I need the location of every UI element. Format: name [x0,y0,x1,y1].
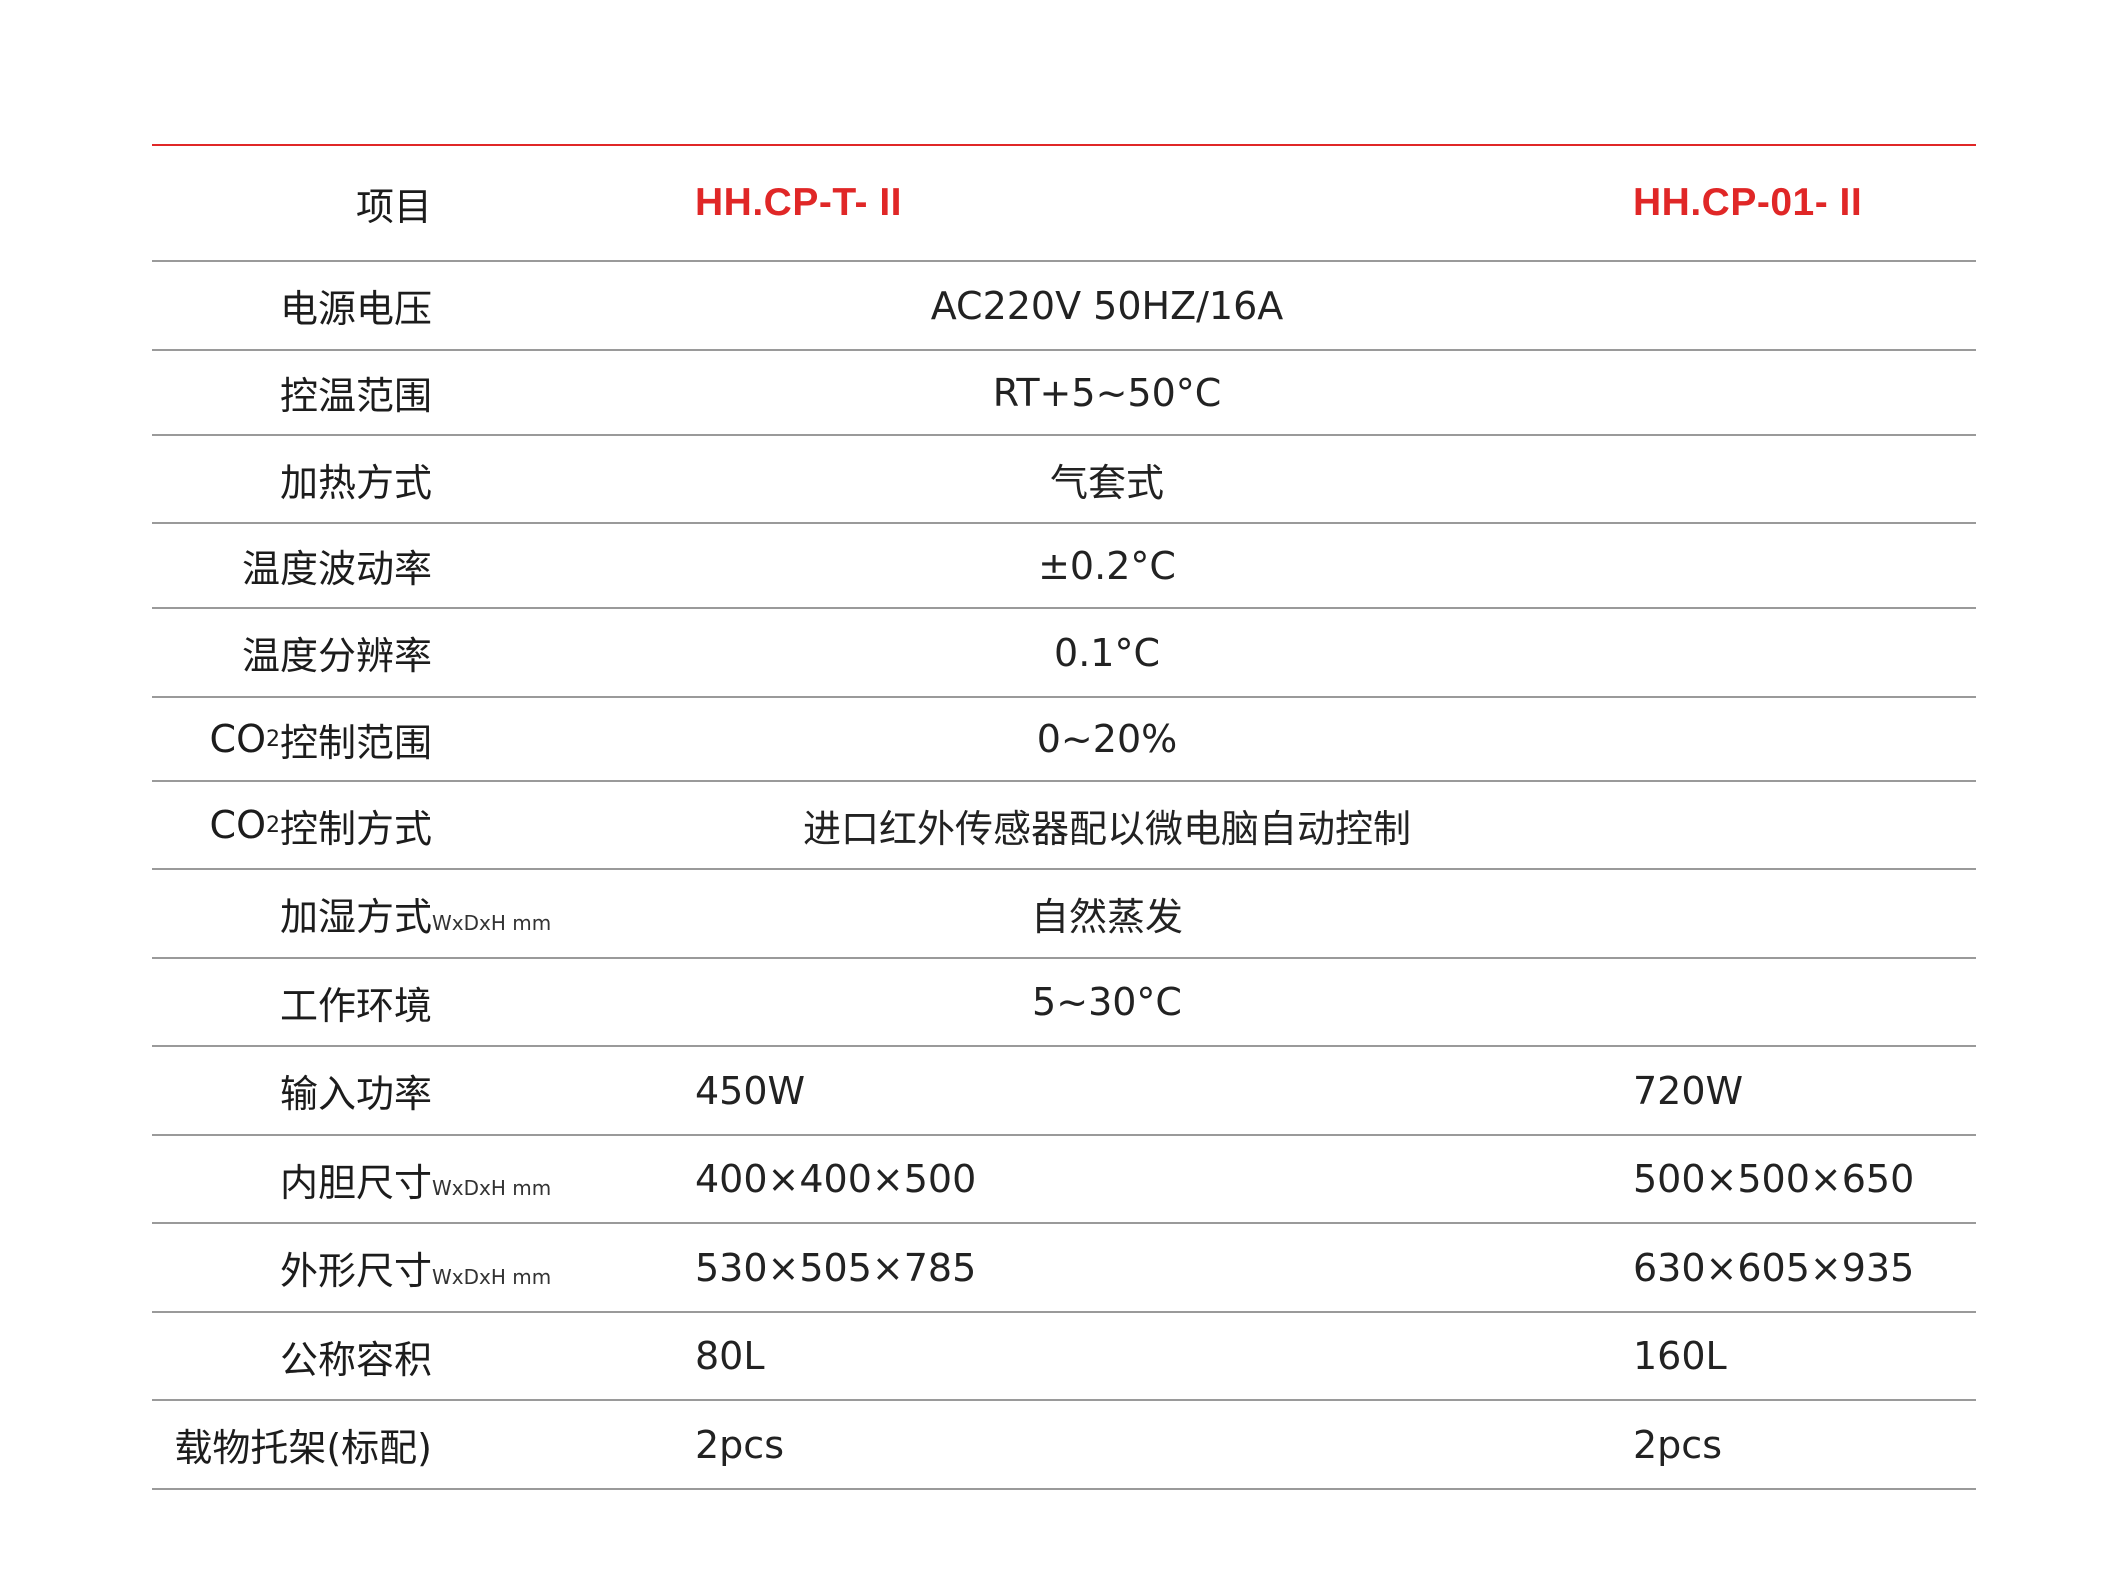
row-value-text: 5~30°C [1032,980,1182,1024]
header-item-label: 项目 [355,184,432,229]
row-label-subscript: 2 [265,726,280,752]
row-label-unit-suffix: WxDxH mm [432,1176,552,1200]
row-label: 工作环境 [279,983,432,1028]
table-row: 内胆尺寸 WxDxH mm 400×400×500 500×500×650 [152,1136,1976,1224]
row-value-model-b: 2pcs [1633,1422,1722,1467]
row-value-shared: 自然蒸发 [152,870,1976,957]
table-row: 载物托架(标配) 2pcs 2pcs [152,1401,1976,1490]
row-label: 加热方式 [279,460,432,505]
row-value-text: 进口红外传感器配以微电脑自动控制 [802,806,1411,851]
row-label-post: 控制方式 [279,806,432,851]
row-label-post: 控制范围 [279,720,432,765]
row-value-model-a: 2pcs [695,1422,784,1467]
row-value-text: AC220V 50HZ/16A [930,283,1284,328]
row-value-text: 气套式 [1049,460,1164,505]
row-value-shared: 0.1°C [152,609,1976,696]
row-value-text: ±0.2°C [1038,543,1176,588]
row-value-model-a: 400×400×500 [695,1157,977,1201]
row-label: 控温范围 [279,374,432,418]
table-row: 温度波动率 ±0.2°C [152,524,1976,609]
row-label: 载物托架(标配) [174,1426,432,1470]
row-value-shared: 5~30°C [152,959,1976,1045]
row-label-subscript: 2 [265,812,280,838]
row-label: 内胆尺寸 WxDxH mm [152,1136,551,1222]
model-a-heading: HH.CP-T- II [695,146,902,260]
row-value-text: 0~20% [1036,717,1178,761]
table-row: 温度分辨率 0.1°C [152,609,1976,698]
row-label-text: 外形尺寸 [279,1249,432,1293]
row-value-shared: 0~20% [152,698,1976,780]
row-label-pre: CO [209,803,266,847]
row-value-text: 0.1°C [1054,630,1160,675]
row-value-model-b: 160L [1633,1334,1727,1378]
row-value-shared: 气套式 [152,436,1976,522]
table-row: 控温范围 RT+5~50°C [152,351,1976,436]
row-value-model-b: 630×605×935 [1633,1245,1915,1290]
row-label-text: 加湿方式 [279,895,432,939]
row-value-model-a: 80L [695,1334,765,1378]
row-value-model-b: 720W [1633,1068,1744,1113]
table-row: 公称容积 80L 160L [152,1313,1976,1401]
model-b-name: HH.CP-01- II [1633,181,1863,224]
row-label: 外形尺寸 WxDxH mm [152,1224,551,1311]
table-row: 输入功率 450W 720W [152,1047,1976,1136]
row-value-text: RT+5~50°C [992,370,1222,415]
row-value-model-b: 500×500×650 [1633,1157,1915,1201]
table-row: 外形尺寸 WxDxH mm 530×505×785 630×605×935 [152,1224,1976,1313]
row-label: 电源电压 [279,287,432,331]
table-row: 加湿方式 WxDxH mm 自然蒸发 [152,870,1976,959]
row-value-shared: ±0.2°C [152,524,1976,607]
row-value-model-a: 530×505×785 [695,1245,977,1290]
spec-table: 项目 HH.CP-T- II HH.CP-01- II 电源电压 AC220V … [152,144,1976,1490]
table-row: 工作环境 5~30°C [152,959,1976,1047]
header-row: 项目 HH.CP-T- II HH.CP-01- II [152,146,1976,262]
table-row: 电源电压 AC220V 50HZ/16A [152,262,1976,351]
row-label-text: 内胆尺寸 [279,1160,432,1205]
row-value-shared: 进口红外传感器配以微电脑自动控制 [152,782,1976,868]
row-label-unit-suffix: WxDxH mm [432,1265,552,1289]
row-value-text: 自然蒸发 [1030,895,1183,939]
row-label: 公称容积 [279,1337,432,1382]
row-label: 加湿方式 WxDxH mm [152,870,551,957]
row-value-shared: RT+5~50°C [152,351,1976,434]
table-row: 加热方式 气套式 [152,436,1976,524]
row-label: 温度分辨率 [241,634,432,678]
row-label-unit-suffix: WxDxH mm [432,911,552,935]
row-value-model-a: 450W [695,1068,806,1113]
row-label: 输入功率 [279,1072,432,1116]
top-accent-rule [152,144,1976,146]
row-label: 温度波动率 [241,547,432,591]
model-a-name: HH.CP-T- II [695,181,902,224]
model-b-heading: HH.CP-01- II [1633,146,1862,260]
row-value-shared: AC220V 50HZ/16A [152,262,1976,349]
row-label-pre: CO [209,717,266,761]
